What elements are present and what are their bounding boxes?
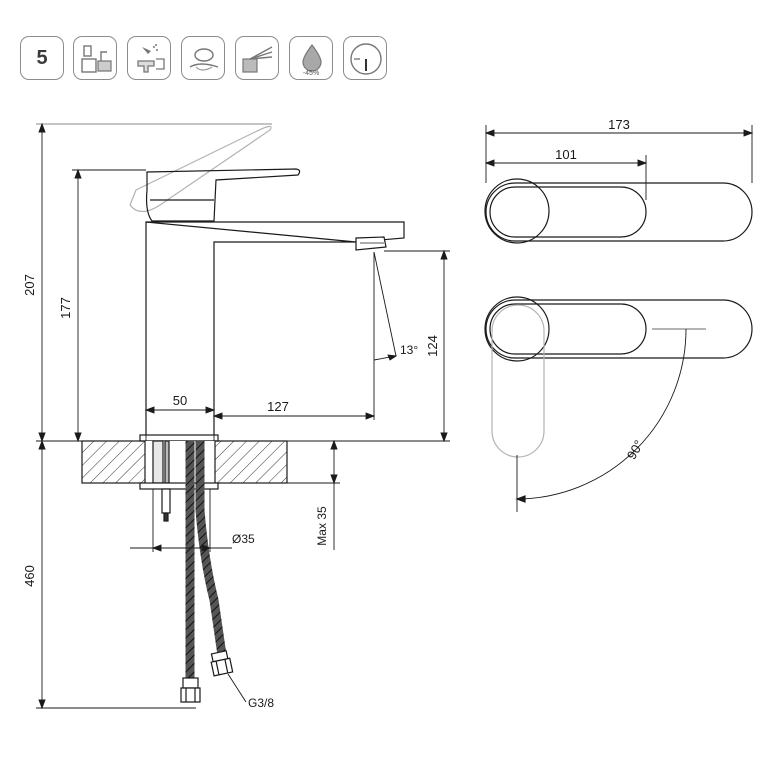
- faucet-body: [145, 221, 357, 439]
- feature-icon-bar: 5: [0, 0, 400, 90]
- top-dimensions: [484, 125, 754, 200]
- dim-below-deck: 460: [22, 565, 37, 587]
- top-view-closed: [484, 178, 753, 244]
- hose-nut-hot: [210, 650, 234, 677]
- dim-top-handle: 101: [555, 147, 577, 162]
- dim-handle-rotation: 90°: [624, 437, 647, 462]
- dim-body-width: 50: [173, 393, 187, 408]
- handle: [145, 168, 301, 222]
- side-dimensions: [36, 122, 450, 710]
- supply-hose-hot: [195, 441, 227, 656]
- side-dimension-labels: 207 177 124 460 50 127 13° Max 35 Ø35 G3…: [22, 274, 440, 710]
- installation-icon: [73, 36, 117, 80]
- dim-hole-diameter: Ø35: [232, 532, 255, 546]
- lever-operation-icon: [235, 36, 279, 80]
- cold-start-icon: [343, 36, 387, 80]
- top-view-rotated: [484, 296, 753, 512]
- ghost-handle-open: [129, 125, 272, 213]
- spray-clean-icon: [127, 36, 171, 80]
- handle-icon: [181, 36, 225, 80]
- water-saving-icon: -45%: [289, 36, 333, 80]
- dim-thread: G3/8: [248, 696, 274, 710]
- top-dimension-labels: 173 101 90°: [555, 117, 646, 462]
- rating-value: 5: [36, 46, 48, 69]
- hose-nut-cold: [180, 677, 201, 703]
- dim-spout-reach: 127: [267, 399, 289, 414]
- dim-max-deck: Max 35: [315, 506, 329, 546]
- dim-stream-angle: 13°: [400, 343, 418, 357]
- dim-total-height: 207: [22, 274, 37, 296]
- dim-spout-height: 177: [58, 297, 73, 319]
- dim-top-total: 173: [608, 117, 630, 132]
- water-saving-label: -45%: [302, 70, 320, 77]
- rating-icon: 5: [20, 36, 64, 80]
- side-view: [81, 125, 405, 703]
- dim-outlet-height: 124: [425, 335, 440, 357]
